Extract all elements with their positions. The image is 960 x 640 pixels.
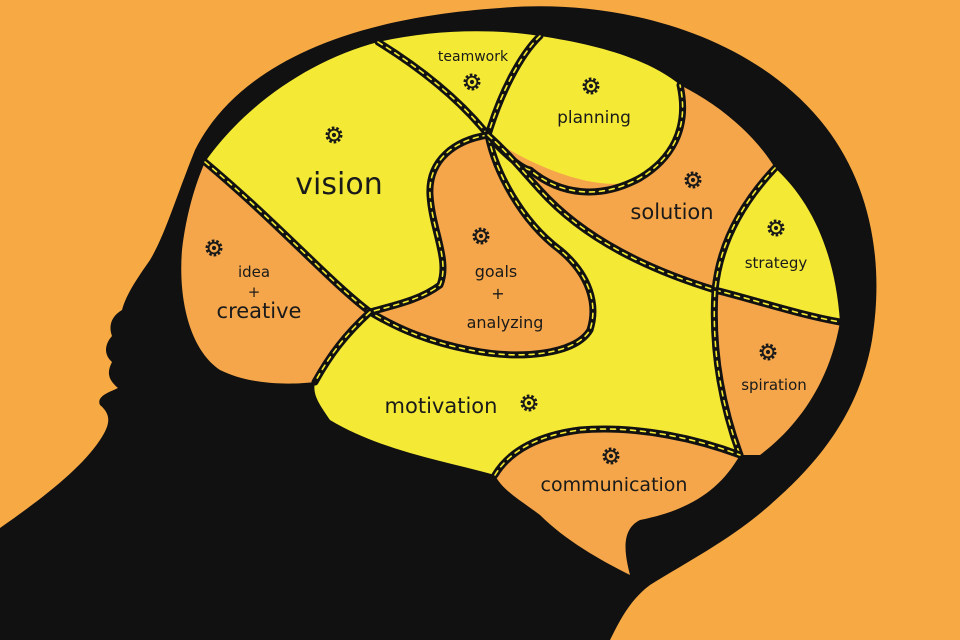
label-creative: creative (217, 299, 302, 323)
label-spiration: spiration (741, 376, 807, 394)
label-idea-plus: + (248, 283, 261, 301)
region-communication (495, 429, 740, 575)
region-goals (370, 135, 593, 355)
region-motivation (314, 135, 740, 475)
region-solution (488, 85, 775, 290)
brain-seams (201, 32, 844, 479)
region-vision (205, 42, 488, 312)
region-planning (488, 36, 683, 192)
label-goals: goals (475, 262, 518, 281)
label-analyzing: analyzing (467, 313, 544, 332)
label-motivation: motivation (385, 394, 498, 418)
label-teamwork: teamwork (438, 49, 509, 65)
label-solution: solution (630, 200, 713, 224)
label-vision: vision (295, 167, 382, 202)
label-planning: planning (557, 108, 631, 128)
region-spiration (714, 290, 840, 455)
label-goals-plus: + (491, 284, 504, 303)
brain (181, 31, 844, 575)
region-creative (181, 162, 370, 384)
label-communication: communication (541, 474, 688, 496)
label-idea: idea (238, 263, 270, 281)
region-teamwork (378, 31, 540, 136)
label-strategy: strategy (745, 254, 808, 272)
